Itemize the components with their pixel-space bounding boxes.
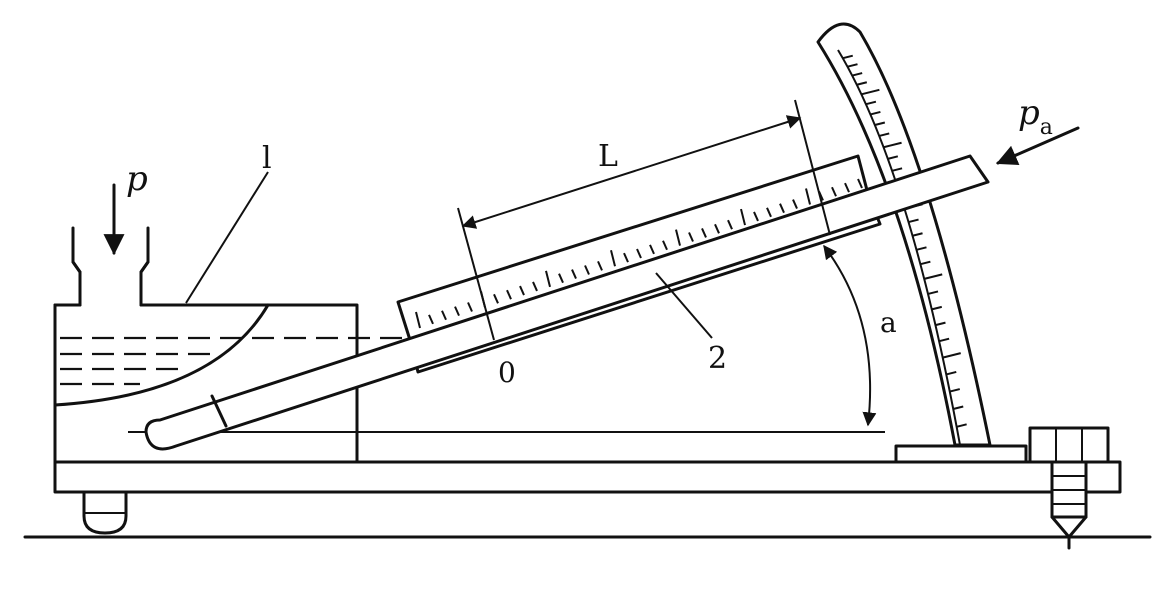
dimension-L (457, 99, 831, 341)
leader-line-part-one (185, 171, 269, 304)
leveling-screw (1028, 426, 1110, 550)
atmospheric-pressure-subscript: a (1040, 115, 1053, 140)
atmospheric-pressure-main: p (1018, 93, 1040, 133)
atmospheric-pressure-arrow (996, 126, 1080, 166)
angle-arc (823, 244, 877, 427)
arc-scale-foot (894, 444, 1028, 464)
part-one-label: l (262, 141, 272, 176)
reservoir-inlet-neck (53, 226, 82, 464)
zero-label: 0 (498, 356, 516, 389)
pressure-label: p (126, 159, 148, 199)
tube-bulb-end (210, 394, 228, 428)
atmospheric-pressure-label: pa (1018, 93, 1053, 140)
leader-line-part-two (655, 272, 713, 339)
part-two-label: 2 (708, 341, 727, 376)
base-plate (53, 460, 1122, 494)
reservoir-cutaway-curve (53, 303, 270, 407)
length-label: L (598, 139, 618, 174)
inclined-tube (144, 154, 990, 451)
angle-label: a (880, 306, 897, 339)
